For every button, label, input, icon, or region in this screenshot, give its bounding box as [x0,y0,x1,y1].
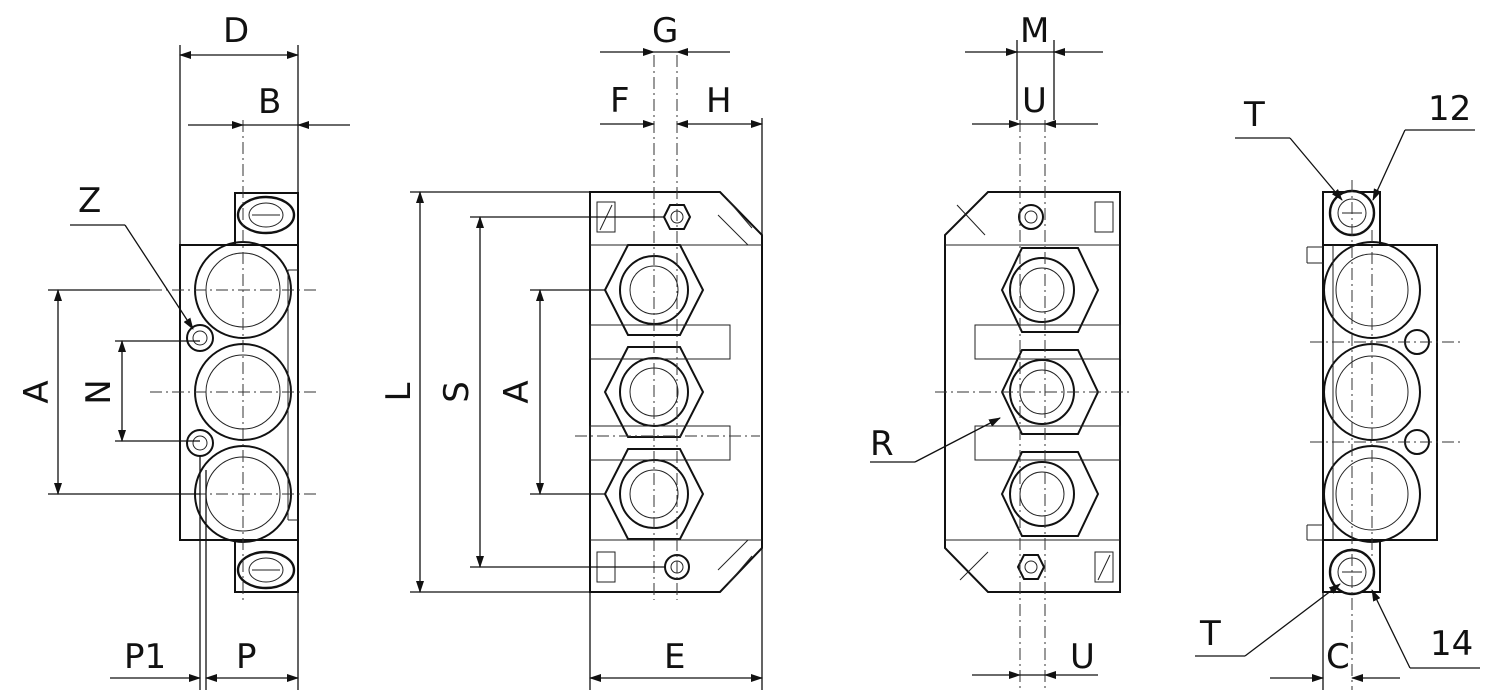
leader-T-bottom [1244,583,1341,657]
label-L: L [379,382,419,401]
small-hex-top [662,204,692,230]
leader-14 [1371,589,1411,669]
body-outline [944,191,1121,593]
leader-R [914,417,1001,463]
body-outline [589,191,763,593]
label-T-bottom: T [1199,614,1221,654]
leader-Z [124,224,194,330]
label-B: B [258,82,281,122]
small-hex-bottom [1016,554,1046,580]
label-E: E [664,637,685,677]
label-R: R [870,424,894,464]
view-rear: M U U R [870,11,1130,690]
label-T-top: T [1243,95,1265,135]
pin-lower [186,429,214,457]
pin-upper [186,324,214,352]
label-12: 12 [1428,89,1471,129]
small-screw-top [1018,204,1044,230]
label-M: M [1020,11,1049,51]
label-A: A [17,380,57,403]
label-C: C [1326,637,1350,677]
leader-12 [1372,129,1406,201]
label-Z: Z [78,181,101,221]
label-D: D [223,11,249,51]
label-P: P [236,637,257,677]
hex-nut-2 [603,346,705,438]
label-F: F [610,81,630,121]
bottom-lug [234,539,299,593]
label-H: H [706,81,732,121]
label-14: 14 [1430,624,1473,664]
label-P1: P1 [124,637,166,677]
top-lug [234,192,299,246]
leader-T-top [1289,137,1343,201]
label-U-bottom: U [1070,637,1095,677]
label-A2: A [497,380,537,403]
view-side: D B Z A N P1 P [17,11,350,690]
view-front: L S A G F H E [379,11,763,690]
rear-port-3 [1000,451,1100,537]
label-G: G [652,11,678,51]
hex-nut-3 [603,448,705,540]
view-narrow: T 12 T 14 C [1195,89,1480,690]
label-S: S [437,381,477,403]
label-N: N [79,379,119,404]
rear-port-1 [1000,247,1100,333]
label-U-top: U [1022,81,1047,121]
